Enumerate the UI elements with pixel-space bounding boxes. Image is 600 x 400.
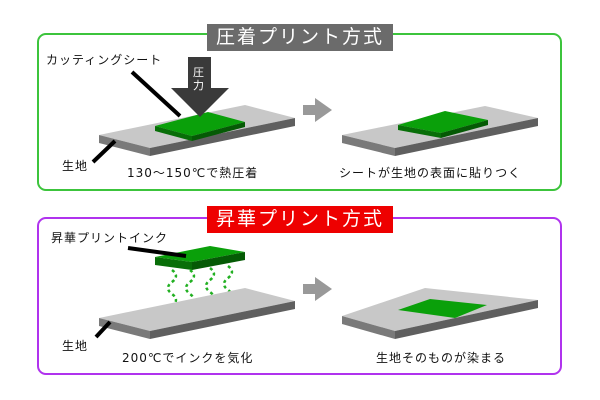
right-arrow-icon bbox=[303, 277, 332, 301]
heat-step2-caption: シートが生地の表面に貼りつく bbox=[339, 166, 522, 180]
ink-leader-line bbox=[127, 246, 187, 258]
fabric-leader-line-1 bbox=[91, 139, 117, 164]
sub-step2-caption: 生地そのものが染まる bbox=[376, 351, 507, 365]
fabric-label-sub: 生地 bbox=[62, 339, 89, 353]
heat-press-title: 圧着プリント方式 bbox=[207, 24, 393, 51]
fabric-leader-line-2 bbox=[94, 320, 112, 339]
dyed-area bbox=[398, 299, 487, 318]
right-arrow-icon bbox=[303, 98, 332, 122]
ink-sheet bbox=[155, 246, 245, 270]
cutting-sheet-label: カッティングシート bbox=[46, 53, 163, 67]
fabric-label-heat: 生地 bbox=[62, 159, 89, 173]
pressure-arrow-icon bbox=[171, 57, 229, 117]
cutting-sheet-heat-2 bbox=[398, 111, 488, 138]
cutting-sheet-heat-1 bbox=[155, 112, 245, 141]
sheet-leader-line bbox=[130, 70, 182, 118]
fabric-board-sub-1 bbox=[99, 288, 295, 339]
sublimation-ink-label: 昇華プリントインク bbox=[51, 231, 169, 245]
sub-step1-caption: 200℃でインクを気化 bbox=[122, 351, 254, 365]
heat-step1-caption: 130～150℃で熱圧着 bbox=[127, 166, 259, 180]
pressure-label: 圧力 bbox=[193, 66, 204, 92]
sublimation-title: 昇華プリント方式 bbox=[207, 206, 393, 233]
